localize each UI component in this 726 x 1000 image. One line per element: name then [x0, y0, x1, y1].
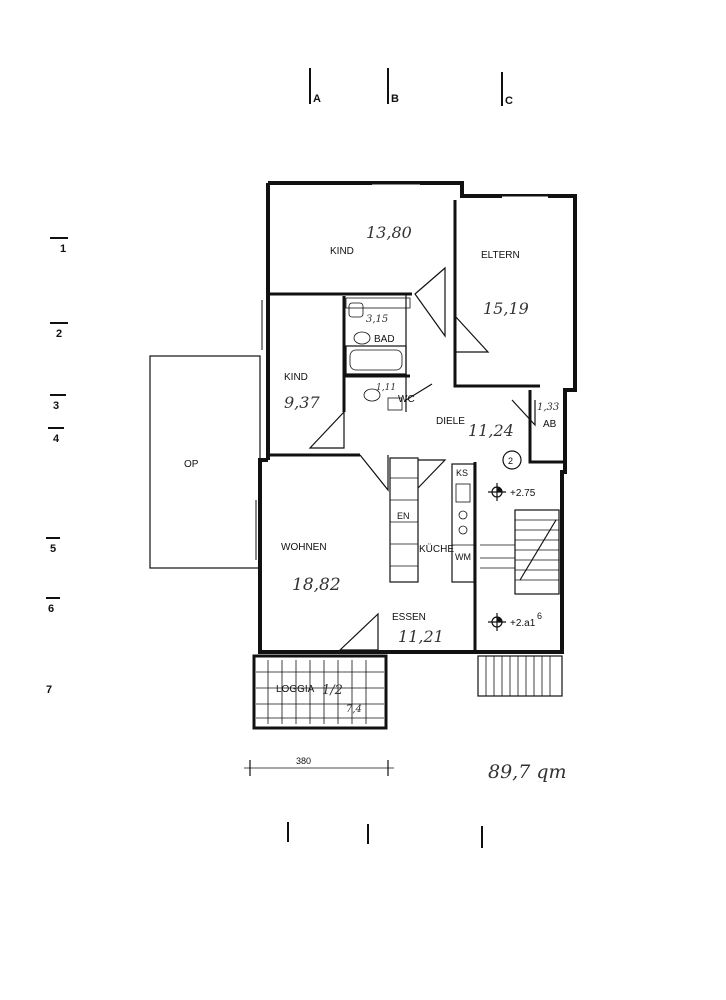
room-essen-area: 11,21 — [398, 627, 444, 646]
room-loggia-area: 1/2 — [322, 683, 343, 698]
room-bad-area: 3,15 — [366, 314, 388, 325]
room-kind-1-area: 13,80 — [366, 223, 412, 242]
stairwell: 2 +2.75 +2.a1 6 — [480, 450, 560, 631]
room-labels: KIND 13,80 ELTERN 15,19 3,15 BAD KIND 9,… — [184, 223, 559, 715]
row-label-2: 2 — [56, 328, 62, 340]
room-diele-label: DIELE — [436, 416, 465, 427]
row-label-5: 5 — [50, 543, 56, 555]
room-wohnen-label: WOHNEN — [281, 542, 327, 553]
room-ab-area: 1,33 — [537, 402, 559, 413]
sink-icon — [348, 302, 364, 318]
toilet-icon — [353, 331, 371, 345]
room-kueche-label: KÜCHE — [419, 543, 454, 555]
room-eltern-area: 15,19 — [483, 299, 529, 318]
bathtub-icon — [345, 345, 407, 375]
column-label-b: B — [391, 93, 399, 105]
fixture-ks-label: KS — [456, 468, 468, 478]
interior-walls — [270, 200, 565, 652]
row-label-7: 7 — [46, 684, 52, 696]
bottom-markers — [287, 822, 483, 848]
wc-sink-icon — [387, 397, 403, 411]
dimension-line: 380 — [244, 756, 394, 776]
stair-marker-circle — [502, 450, 522, 470]
op-terrace — [149, 355, 261, 569]
column-markers: A B C — [309, 68, 513, 107]
room-loggia-label: LOGGIA — [276, 684, 315, 695]
room-kind-2-label: KIND — [284, 372, 308, 383]
row-label-1: 1 — [60, 243, 66, 255]
door-swings — [308, 266, 536, 651]
fixture-labels: KS WM EN — [397, 468, 471, 562]
stair-marker-label: 2 — [508, 456, 513, 466]
loggia-area — [252, 654, 388, 730]
wc-toilet-icon — [363, 388, 381, 402]
room-kind-1-label: KIND — [330, 246, 354, 257]
room-bad-label: BAD — [374, 334, 395, 345]
kitchen-counters — [389, 457, 475, 583]
room-essen-label: ESSEN — [392, 612, 426, 623]
row-markers: 1 2 3 4 5 6 7 — [46, 237, 68, 696]
room-ab-label: AB — [543, 419, 557, 430]
room-wc-label: WC — [398, 394, 415, 405]
sanitary-fixtures — [345, 297, 411, 411]
entrance-steps — [477, 655, 563, 697]
room-op-label: OP — [184, 459, 199, 470]
row-label-6: 6 — [48, 603, 54, 615]
fixture-en-label: EN — [397, 511, 410, 521]
room-kind-2-area: 9,37 — [284, 393, 320, 412]
room-eltern-label: ELTERN — [481, 250, 520, 261]
dimension-label: 380 — [296, 756, 311, 766]
level-marker-lower-icon — [488, 613, 506, 631]
row-label-4: 4 — [53, 433, 60, 445]
total-area: 89,7 qm — [488, 761, 567, 783]
level-lower-superscript: 6 — [537, 611, 542, 621]
room-wc-area: 1,11 — [376, 383, 396, 393]
fixture-wm-label: WM — [455, 552, 471, 562]
row-label-3: 3 — [53, 400, 59, 412]
level-lower: +2.a1 — [510, 618, 536, 629]
level-upper: +2.75 — [510, 488, 536, 499]
room-loggia-area-2: 7,4 — [346, 704, 362, 715]
room-diele-area: 11,24 — [468, 421, 514, 440]
column-label-c: C — [505, 95, 513, 107]
level-marker-upper-icon — [488, 483, 506, 501]
column-label-a: A — [313, 93, 321, 105]
room-wohnen-area: 18,82 — [292, 575, 341, 595]
